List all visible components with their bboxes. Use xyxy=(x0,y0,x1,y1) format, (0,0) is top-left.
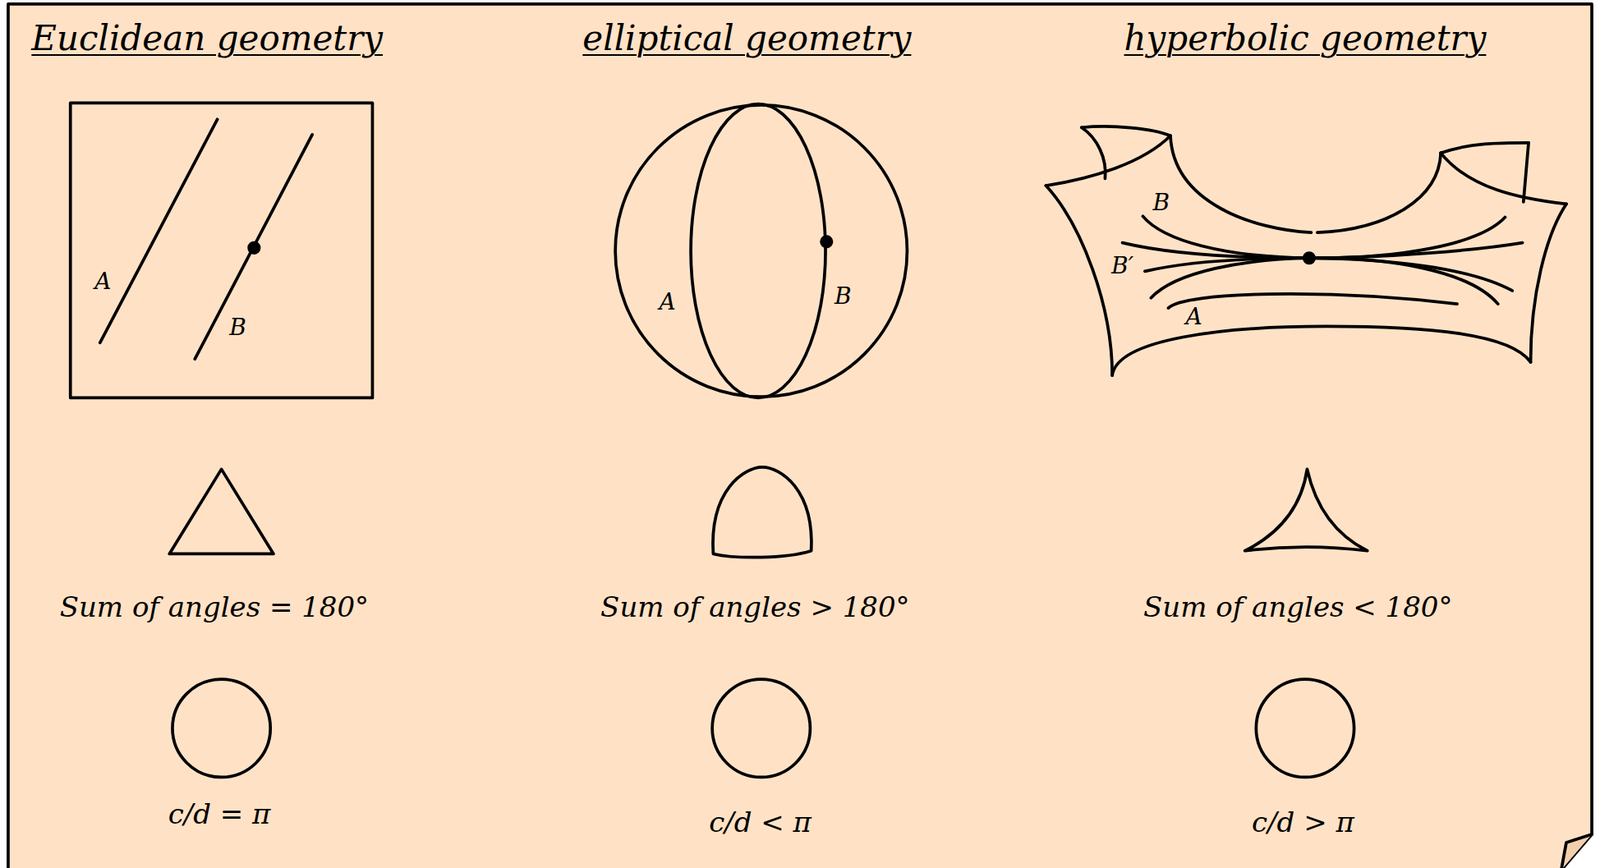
angle-sum-note: Sum of angles < 180° xyxy=(1143,591,1453,624)
saddle-surface xyxy=(1045,126,1567,376)
line-label: A xyxy=(94,268,111,295)
circle xyxy=(712,679,810,778)
point xyxy=(821,236,832,247)
column-heading: elliptical geometry xyxy=(582,18,911,59)
paper-sheet xyxy=(8,4,1592,868)
line-a xyxy=(100,119,218,343)
hyperbolic-lines xyxy=(1122,216,1523,309)
line-label: B xyxy=(229,314,247,341)
column-heading: Euclidean geometry xyxy=(31,18,383,59)
line-label: B xyxy=(834,283,852,310)
sphere xyxy=(615,105,907,397)
line-label: B′ xyxy=(1111,252,1134,280)
angle-sum-note: Sum of angles = 180° xyxy=(59,591,369,624)
line-b xyxy=(194,134,313,359)
line-label: A xyxy=(658,289,676,316)
folded-corner xyxy=(1561,834,1592,868)
circle xyxy=(172,679,271,778)
point xyxy=(248,243,259,253)
angle-sum-note: Sum of angles > 180° xyxy=(600,591,910,624)
column-heading: hyperbolic geometry xyxy=(1124,18,1487,59)
great-circle xyxy=(690,104,826,399)
flat-triangle xyxy=(169,468,274,554)
spherical-triangle xyxy=(712,467,812,558)
circle xyxy=(1255,679,1354,778)
point xyxy=(1304,252,1315,263)
line-label: B xyxy=(1153,189,1171,217)
ratio-note: c/d = π xyxy=(168,798,272,831)
ratio-note: c/d > π xyxy=(1251,806,1355,839)
hyperbolic-triangle xyxy=(1245,468,1368,551)
plane-square xyxy=(70,102,373,398)
ratio-note: c/d < π xyxy=(708,806,812,839)
line-label: A xyxy=(1185,303,1202,331)
